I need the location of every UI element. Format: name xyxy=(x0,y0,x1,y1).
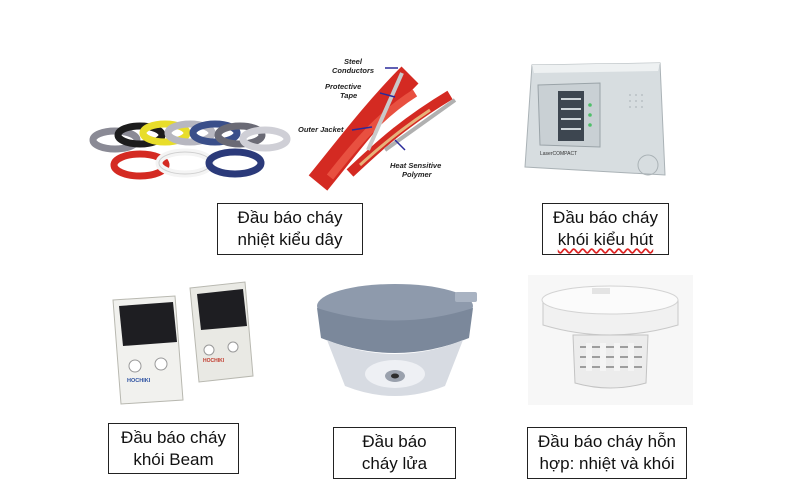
polymer-label: Polymer xyxy=(402,170,433,179)
multi-sensor-detector-image xyxy=(528,275,693,405)
heat-sensitive-label: Heat Sensitive xyxy=(390,161,441,170)
brand-label-1: HOCHIKI xyxy=(127,378,151,384)
steel-label: Steel xyxy=(344,57,363,66)
beam-detectors-image: HOCHIKI HOCHIKI xyxy=(112,281,254,405)
protective-label: Protective xyxy=(325,82,361,91)
caption-aspirating: Đầu báo cháy khói kiểu hút xyxy=(542,203,669,255)
caption-multi-sensor: Đầu báo cháy hỗn hợp: nhiệt và khói xyxy=(527,427,687,479)
cable-coils-image xyxy=(89,120,291,180)
caption-linear-heat: Đầu báo cháy nhiệt kiểu dây xyxy=(217,203,363,255)
brand-label-2: HOCHIKI xyxy=(203,358,225,364)
caption-beam: Đầu báo cháy khói Beam xyxy=(108,423,239,474)
aspirating-unit-image: LaserCOMPACT xyxy=(524,62,666,176)
caption-flame: Đầu báo cháy lửa xyxy=(333,427,456,479)
panel-brand-text: LaserCOMPACT xyxy=(540,151,577,157)
flame-detector-image xyxy=(317,284,477,396)
conductors-label: Conductors xyxy=(332,66,374,75)
outer-jacket-label: Outer Jacket xyxy=(298,125,344,134)
tape-label: Tape xyxy=(340,91,357,100)
cable-cross-section-diagram: Steel Conductors Protective Tape Outer J… xyxy=(298,57,457,191)
